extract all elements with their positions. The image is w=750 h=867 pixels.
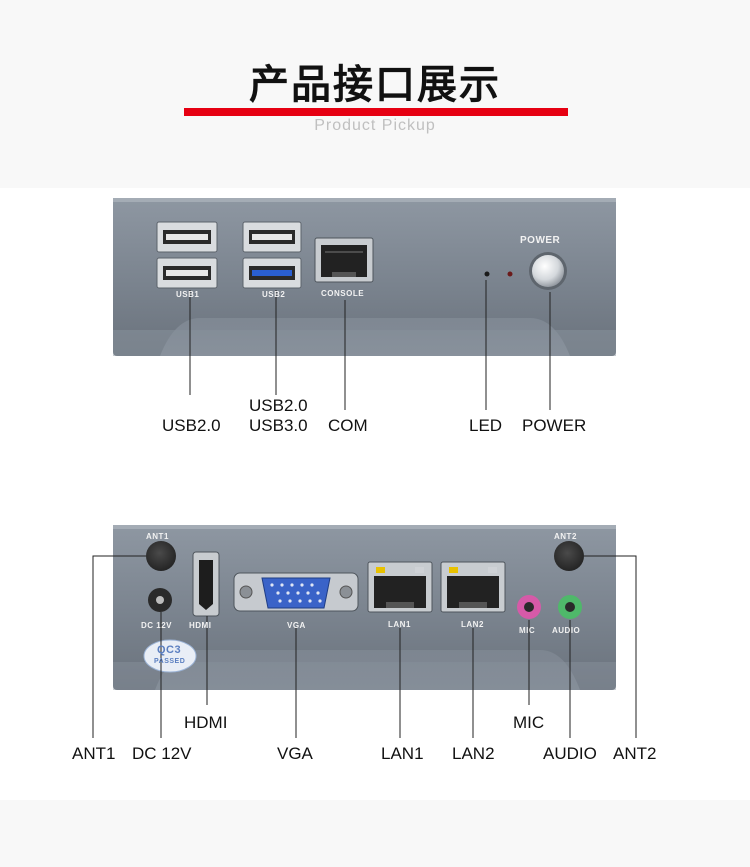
vga-pin [318,599,322,603]
vga-pin [288,599,292,603]
lan1-port [367,561,433,613]
power-button [529,252,567,290]
rear-callout-lines [92,555,637,738]
lan1-silk-label: LAN1 [388,620,411,629]
vga-pin [310,583,314,587]
audio-jack [558,595,582,619]
callout-usb20-usb30: USB2.0 USB3.0 [249,396,308,435]
page-title: 产品接口展示 [249,62,501,108]
vga-pins [270,583,322,603]
usb2-silk-label: USB2 [262,290,286,299]
front-callout-lines [189,280,551,410]
usb2-port-stack [242,221,302,289]
callout-lan2: LAN2 [452,744,495,763]
vga-pin [270,583,274,587]
bottom-band [0,800,750,867]
vga-pin [278,599,282,603]
qc-sticker-text: QC3 [157,644,182,656]
console-silk-label: CONSOLE [321,289,365,298]
callout-audio: AUDIO [543,744,597,763]
ant1-connector [146,541,176,571]
qc-passed-sticker [143,639,197,673]
vga-pin [298,599,302,603]
vga-pin [290,583,294,587]
dc-jack [148,588,172,612]
top-band [0,0,750,188]
vga-port [233,572,359,612]
usb1-silk-label: USB1 [176,290,200,299]
lan2-silk-label: LAN2 [461,620,484,629]
ant2-connector [554,541,584,571]
vga-pin [296,591,300,595]
callout-led: LED [469,416,503,435]
dc-silk-label: DC 12V [141,621,173,630]
ant2-silk-label: ANT2 [554,532,577,541]
callout-vga: VGA [277,744,313,763]
vga-pin [286,591,290,595]
vga-pin [306,591,310,595]
callout-usb20: USB2.0 [162,416,221,435]
callout-ant1: ANT1 [72,744,116,763]
page-subtitle: Product Pickup [314,117,436,134]
vga-pin [280,583,284,587]
hdmi-silk-label: HDMI [189,621,212,630]
mic-jack [517,595,541,619]
callout-power: POWER [522,416,587,435]
led-indicator-2 [507,271,513,277]
vga-silk-label: VGA [287,621,306,630]
vga-pin [276,591,280,595]
callout-hdmi: HDMI [184,713,228,732]
qc-sticker-passed: PASSED [154,658,186,665]
vga-pin [300,583,304,587]
console-port [314,237,374,283]
audio-silk-label: AUDIO [552,626,581,635]
led-indicator-1 [484,271,490,277]
mic-silk-label: MIC [519,626,536,635]
usb1-port-stack [156,221,218,289]
ant1-silk-label: ANT1 [146,532,169,541]
callout-mic: MIC [513,713,545,732]
hdmi-port [192,551,220,617]
title-underline [184,108,568,116]
power-silk-label: POWER [520,235,561,246]
vga-pin [316,591,320,595]
callout-com: COM [328,416,368,435]
lan2-port [440,561,506,613]
callout-lan1: LAN1 [381,744,424,763]
callout-ant2: ANT2 [613,744,657,763]
callout-dc-12v: DC 12V [132,744,192,763]
vga-pin [308,599,312,603]
